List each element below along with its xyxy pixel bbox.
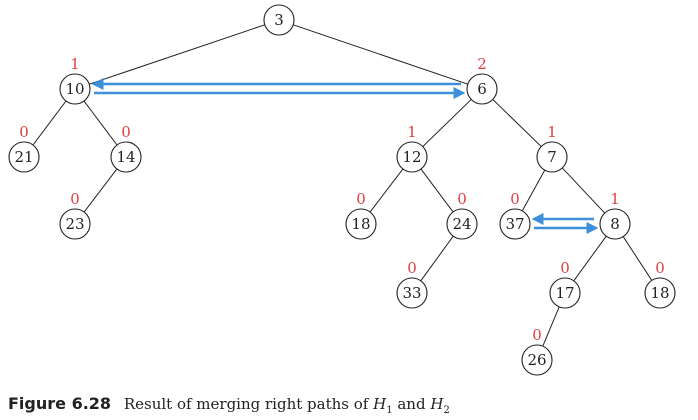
null-path-length-label: 0 [121, 123, 131, 141]
node-key: 33 [402, 284, 421, 302]
tree-node-n12: 121 [396, 123, 428, 173]
node-key: 8 [610, 215, 620, 233]
caption-text-before: Result of merging right paths of [123, 395, 369, 413]
node-circle [396, 141, 428, 173]
null-path-length-label: 1 [70, 55, 80, 73]
null-path-length-label: 0 [70, 190, 80, 208]
edge-n8-n18b [622, 236, 653, 281]
null-path-length-label: 0 [510, 190, 520, 208]
tree-node-n14: 140 [110, 123, 142, 173]
null-path-length-label: 0 [356, 190, 366, 208]
null-path-length-label: 1 [407, 123, 417, 141]
node-key: 12 [402, 148, 421, 166]
node-circle [599, 208, 631, 240]
node-key: 24 [452, 215, 471, 233]
edge-n7-n8 [561, 167, 606, 214]
node-key: 17 [555, 284, 574, 302]
edge-n7-n37 [521, 169, 546, 212]
edge-n17-n26 [542, 306, 560, 347]
tree-node-n18b: 180 [644, 259, 676, 309]
node-circle [59, 73, 91, 105]
node-circle [8, 141, 40, 173]
node-circle [110, 141, 142, 173]
edge-n6-n12 [422, 99, 472, 147]
tree-node-n33: 330 [396, 259, 428, 309]
tree-node-n3: 3 [263, 4, 295, 36]
node-key: 14 [116, 148, 135, 166]
caption-h1: H [373, 395, 387, 413]
null-path-length-label: 0 [457, 190, 467, 208]
tree-node-n24: 240 [446, 190, 478, 240]
edges [32, 24, 653, 347]
node-circle [521, 344, 553, 376]
null-path-length-label: 0 [19, 123, 29, 141]
node-key: 6 [477, 80, 487, 98]
tree-node-n7: 71 [536, 123, 568, 173]
tree-node-n6: 62 [466, 55, 498, 105]
node-circle [466, 73, 498, 105]
edge-n3-n10 [89, 24, 265, 85]
caption-h2-sub: 2 [443, 405, 450, 416]
tree-node-n8: 81 [599, 190, 631, 240]
node-key: 18 [351, 215, 370, 233]
node-circle [396, 277, 428, 309]
edge-n24-n33 [420, 235, 454, 282]
swap-arrows [91, 78, 599, 234]
node-key: 37 [505, 215, 524, 233]
edge-n14-n23 [83, 168, 118, 213]
null-path-length-label: 0 [655, 259, 665, 277]
nodes: 3101622101402301217118024037081330170180… [8, 4, 676, 376]
node-key: 23 [65, 215, 84, 233]
null-path-length-label: 0 [407, 259, 417, 277]
tree-node-n26: 260 [521, 326, 553, 376]
caption-h1-sub: 1 [386, 405, 393, 416]
node-key: 21 [14, 148, 33, 166]
edge-n6-n7 [492, 99, 542, 147]
edge-n8-n17 [573, 235, 607, 282]
tree-node-n21: 210 [8, 123, 40, 173]
edge-n3-n6 [293, 24, 468, 85]
null-path-length-label: 2 [477, 55, 487, 73]
node-key: 3 [274, 11, 284, 29]
figure-caption: Figure 6.28 Result of merging right path… [8, 394, 450, 416]
node-key: 18 [650, 284, 669, 302]
null-path-length-label: 1 [547, 123, 557, 141]
node-circle [644, 277, 676, 309]
null-path-length-label: 0 [560, 259, 570, 277]
node-circle [263, 4, 295, 36]
edge-n12-n24 [420, 168, 454, 213]
swap-arrow-pair-n37-n8 [531, 213, 599, 234]
tree-node-n18a: 180 [345, 190, 377, 240]
node-circle [499, 208, 531, 240]
figure-number: Figure 6.28 [8, 394, 112, 413]
node-circle [59, 208, 91, 240]
null-path-length-label: 1 [610, 190, 620, 208]
tree-node-n17: 170 [549, 259, 581, 309]
node-circle [345, 208, 377, 240]
tree-node-n23: 230 [59, 190, 91, 240]
tree-node-n10: 101 [59, 55, 91, 105]
edge-n12-n18a [369, 168, 404, 213]
tree-node-n37: 370 [499, 190, 531, 240]
node-key: 26 [527, 351, 546, 369]
node-circle [446, 208, 478, 240]
node-circle [549, 277, 581, 309]
caption-text-mid: and [397, 395, 426, 413]
edge-n10-n14 [83, 100, 118, 146]
node-key: 7 [547, 148, 557, 166]
node-circle [536, 141, 568, 173]
node-key: 10 [65, 80, 84, 98]
caption-h2: H [430, 395, 444, 413]
edge-n10-n21 [32, 100, 67, 146]
swap-arrow-pair-n10-n6 [91, 78, 466, 99]
null-path-length-label: 0 [532, 326, 542, 344]
